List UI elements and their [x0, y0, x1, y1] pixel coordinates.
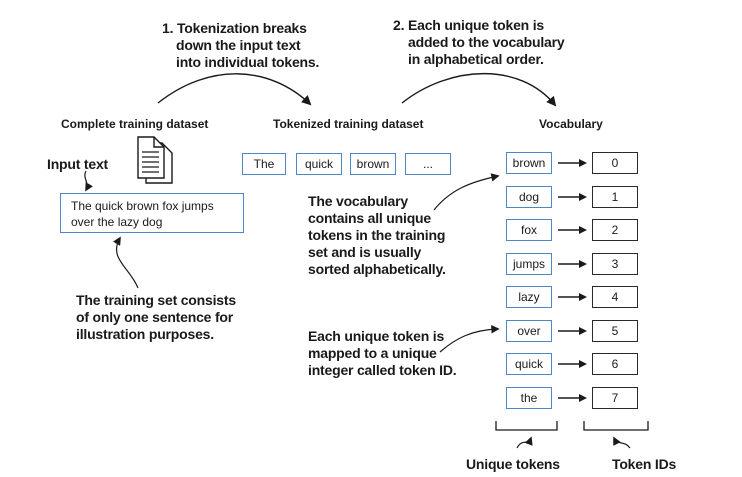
unique-tokens-bracket: [495, 421, 558, 431]
vocab-token: jumps: [506, 252, 552, 275]
step2-line: added to the vocabulary: [408, 34, 565, 50]
input-text-label: Input text: [47, 156, 108, 172]
step1-line: 1. Tokenization breaks: [162, 20, 307, 36]
note-line: integer called token ID.: [308, 362, 457, 378]
token-ids-bracket: [583, 421, 649, 431]
note-line: illustration purposes.: [76, 326, 214, 342]
tokenized-token: ...: [405, 153, 451, 175]
heading-complete-dataset: Complete training dataset: [61, 117, 209, 131]
mapping-arrow: [558, 293, 587, 301]
tokenized-token: quick: [296, 153, 342, 175]
note-line: tokens in the training: [308, 227, 446, 243]
token-ids-squiggle: [613, 436, 631, 449]
input-text-line: The quick brown fox jumps: [71, 199, 214, 213]
vocab-token: lazy: [506, 286, 552, 308]
unique-tokens-label: Unique tokens: [466, 456, 560, 472]
step2-line: 2. Each unique token is: [393, 17, 544, 33]
vocab-token-id: 3: [592, 252, 638, 275]
note-line: The training set consists: [76, 292, 236, 308]
input-label-arrow: [84, 170, 93, 192]
step2-caption: 2. Each unique token is added to the voc…: [393, 17, 565, 68]
vocab-token: over: [506, 319, 552, 342]
training-set-note: The training set consists of only one se…: [76, 292, 236, 343]
vocab-token-id: 1: [592, 185, 638, 208]
vocab-token-id: 0: [592, 152, 638, 174]
mapping-arrow: [558, 226, 587, 234]
tokenization-arrow: [157, 73, 312, 106]
note-line: The vocabulary: [308, 193, 408, 209]
input-text-box: The quick brown fox jumps over the lazy …: [60, 193, 244, 233]
mapping-arrow: [558, 360, 587, 368]
vocab-note-arrow: [433, 173, 500, 211]
heading-vocabulary: Vocabulary: [539, 117, 603, 131]
note-line: set and is usually: [308, 244, 422, 260]
vocab-token-id: 7: [592, 386, 638, 409]
mapping-arrow: [558, 159, 587, 167]
vocab-token: dog: [506, 185, 552, 208]
vocab-token: quick: [506, 353, 552, 375]
note-line: contains all unique: [308, 210, 431, 226]
training-note-arrow: [112, 236, 139, 289]
unique-tokens-squiggle: [516, 436, 533, 449]
vocab-token-id: 5: [592, 319, 638, 342]
mapping-arrow: [558, 192, 587, 201]
note-line: of only one sentence for: [76, 309, 233, 325]
vocab-token-id: 6: [592, 353, 638, 375]
tokenized-token: The: [242, 153, 286, 175]
vocab-token: fox: [506, 219, 552, 241]
document-icon: [137, 136, 173, 184]
token-id-note: Each unique token is mapped to a unique …: [308, 328, 457, 379]
vocab-token: the: [506, 386, 552, 409]
heading-tokenized-dataset: Tokenized training dataset: [273, 117, 424, 131]
note-line: mapped to a unique: [308, 345, 437, 361]
vocabulary-arrow: [401, 72, 557, 107]
vocab-token-id: 4: [592, 286, 638, 308]
step1-caption: 1. Tokenization breaks down the input te…: [162, 20, 319, 71]
mapping-arrow: [558, 259, 587, 268]
token-ids-label: Token IDs: [612, 456, 677, 472]
tokenized-token: brown: [350, 153, 396, 175]
note-line: Each unique token is: [308, 328, 445, 344]
mapping-arrow: [558, 326, 587, 335]
step1-line: into individual tokens.: [176, 54, 320, 70]
step2-line: in alphabetical order.: [408, 51, 544, 67]
vocab-token: brown: [506, 152, 552, 174]
step1-line: down the input text: [176, 37, 301, 53]
note-line: sorted alphabetically.: [308, 261, 446, 277]
mapping-arrow: [558, 393, 587, 402]
vocab-sorted-note: The vocabulary contains all unique token…: [308, 193, 446, 278]
tokenid-note-arrow: [439, 325, 500, 353]
input-text-line: over the lazy dog: [71, 215, 163, 229]
vocab-token-id: 2: [592, 219, 638, 241]
